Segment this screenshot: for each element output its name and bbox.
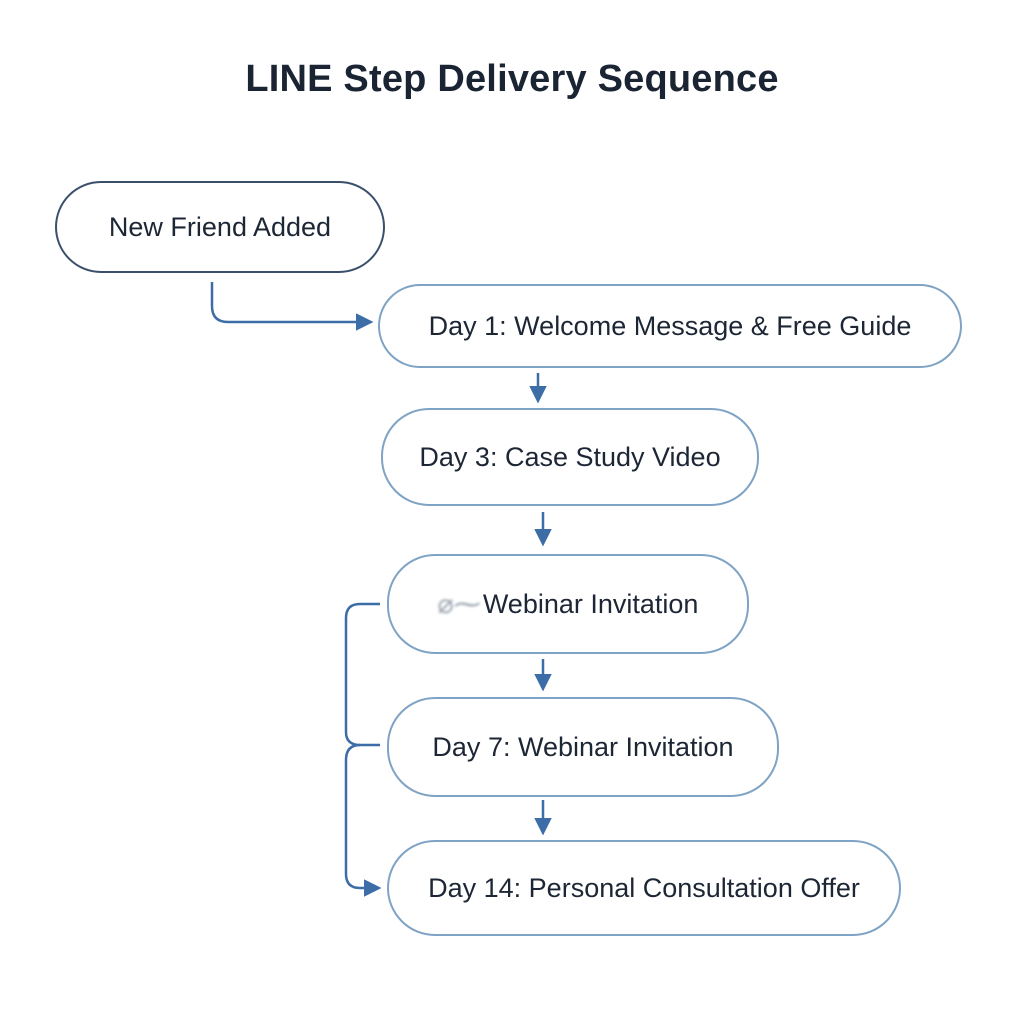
diagram-title: LINE Step Delivery Sequence: [245, 58, 779, 100]
node-label: Day 3: Case Study Video: [419, 441, 721, 472]
node-label: Day 14: Personal Consultation Offer: [428, 872, 860, 903]
connector-bracket-top: [344, 602, 380, 747]
node-label: New Friend Added: [108, 211, 332, 242]
node-day-1: Day 1: Welcome Message & Free Guide: [378, 284, 962, 368]
node-label: Day 1: Welcome Message & Free Guide: [428, 310, 912, 341]
node-day-14: Day 14: Personal Consultation Offer: [387, 840, 901, 936]
node-label: Webinar Invitation: [482, 588, 699, 619]
connector-start-to-day1: [210, 282, 374, 331]
node-new-friend-added: New Friend Added: [55, 181, 385, 273]
connector-bracket-bottom: [344, 743, 382, 897]
blurred-glyph-icon: ⌀⁓: [437, 588, 481, 619]
node-day-7: Day 7: Webinar Invitation: [387, 697, 779, 797]
node-webinar-invitation: ⌀⁓ Webinar Invitation: [387, 554, 749, 654]
node-label: Day 7: Webinar Invitation: [432, 731, 734, 762]
node-day-3: Day 3: Case Study Video: [381, 408, 759, 506]
